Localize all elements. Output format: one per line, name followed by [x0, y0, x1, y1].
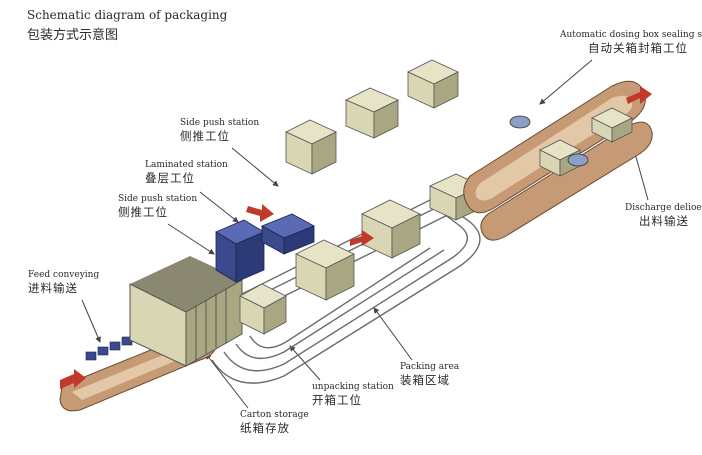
side-push-arrow-icon: [246, 204, 274, 222]
floating-box-3: [407, 59, 459, 109]
leader-lines: [81, 59, 649, 409]
diagram-title-en: Schematic diagram of packaging: [27, 8, 228, 22]
floating-box-1: [285, 119, 337, 175]
feed-arrow-icon: [60, 369, 86, 389]
label-unpacking-station: unpacking station 开箱工位: [312, 382, 394, 407]
label-carton-storage: Carton storage 纸箱存放: [240, 410, 309, 435]
line-box-1: [239, 283, 287, 335]
packing-arrow-icon: [350, 230, 374, 246]
label-sealing-station: Automatic dosing box sealing station 自动关…: [560, 30, 702, 55]
label-side-push-top: Side push station 侧推工位: [180, 118, 260, 143]
label-packing-area: Packing area 装箱区域: [400, 362, 460, 387]
label-discharge: Discharge delioery 出料输送: [625, 203, 702, 228]
label-feed-conveying: Feed conveying 进料输送: [28, 270, 100, 295]
laminated-products: [215, 213, 315, 283]
line-box-3: [361, 199, 421, 259]
floating-box-2: [345, 87, 399, 139]
label-side-push-left: Side push station 侧推工位: [118, 194, 198, 219]
label-laminated: Laminated station 叠层工位: [145, 160, 228, 185]
sealing-conveyor: [463, 80, 653, 241]
carton-storage-stack: [129, 256, 243, 367]
discharge-arrow-icon: [626, 86, 652, 104]
diagram-title-zh: 包装方式示意图: [27, 28, 119, 43]
line-box-2: [295, 239, 355, 301]
